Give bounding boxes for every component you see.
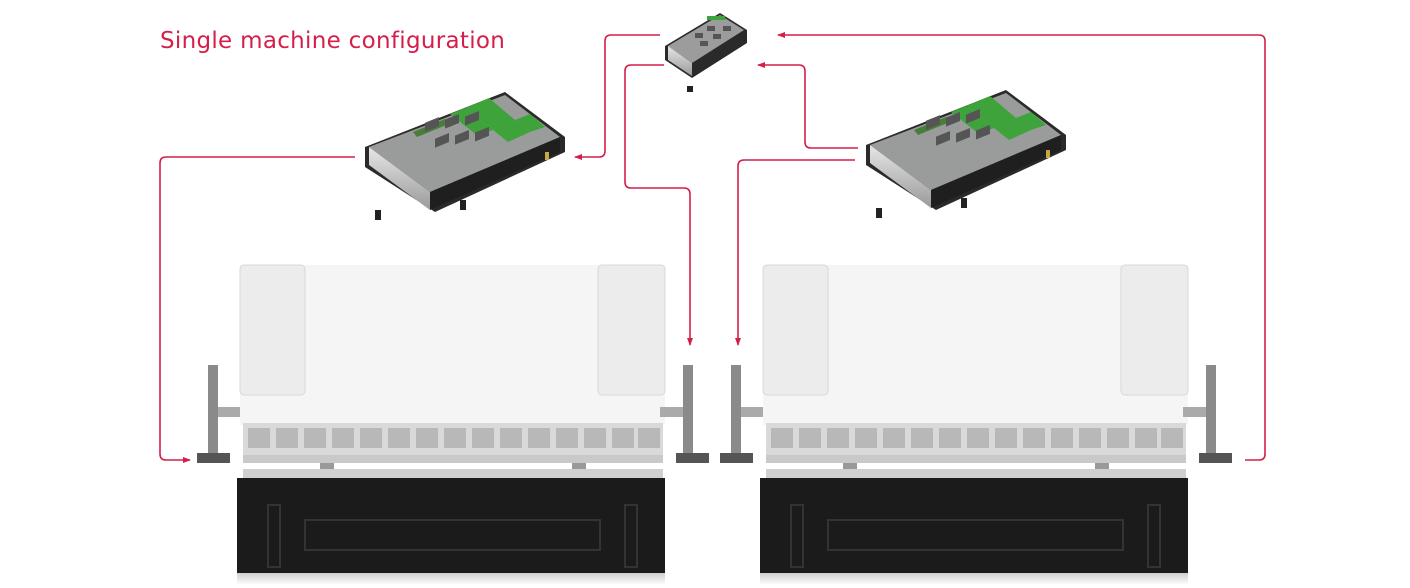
link-controller-left-to-gauge <box>159 156 355 463</box>
connection-lines <box>159 32 1266 463</box>
network-hub-device <box>665 13 747 92</box>
diagram-title: Single machine configuration <box>160 28 506 54</box>
press-brake-right <box>719 264 1233 586</box>
link-right-gauge-to-hub <box>777 32 1266 461</box>
link-controller-right-to-gauge <box>735 159 855 346</box>
press-brake-left <box>196 264 710 586</box>
link-controller-right-to-hub <box>757 62 858 149</box>
controller-right <box>866 90 1066 218</box>
link-hub-to-press-left-gauge <box>624 64 693 346</box>
link-hub-to-controller-left <box>574 34 660 160</box>
controller-left <box>365 92 565 220</box>
